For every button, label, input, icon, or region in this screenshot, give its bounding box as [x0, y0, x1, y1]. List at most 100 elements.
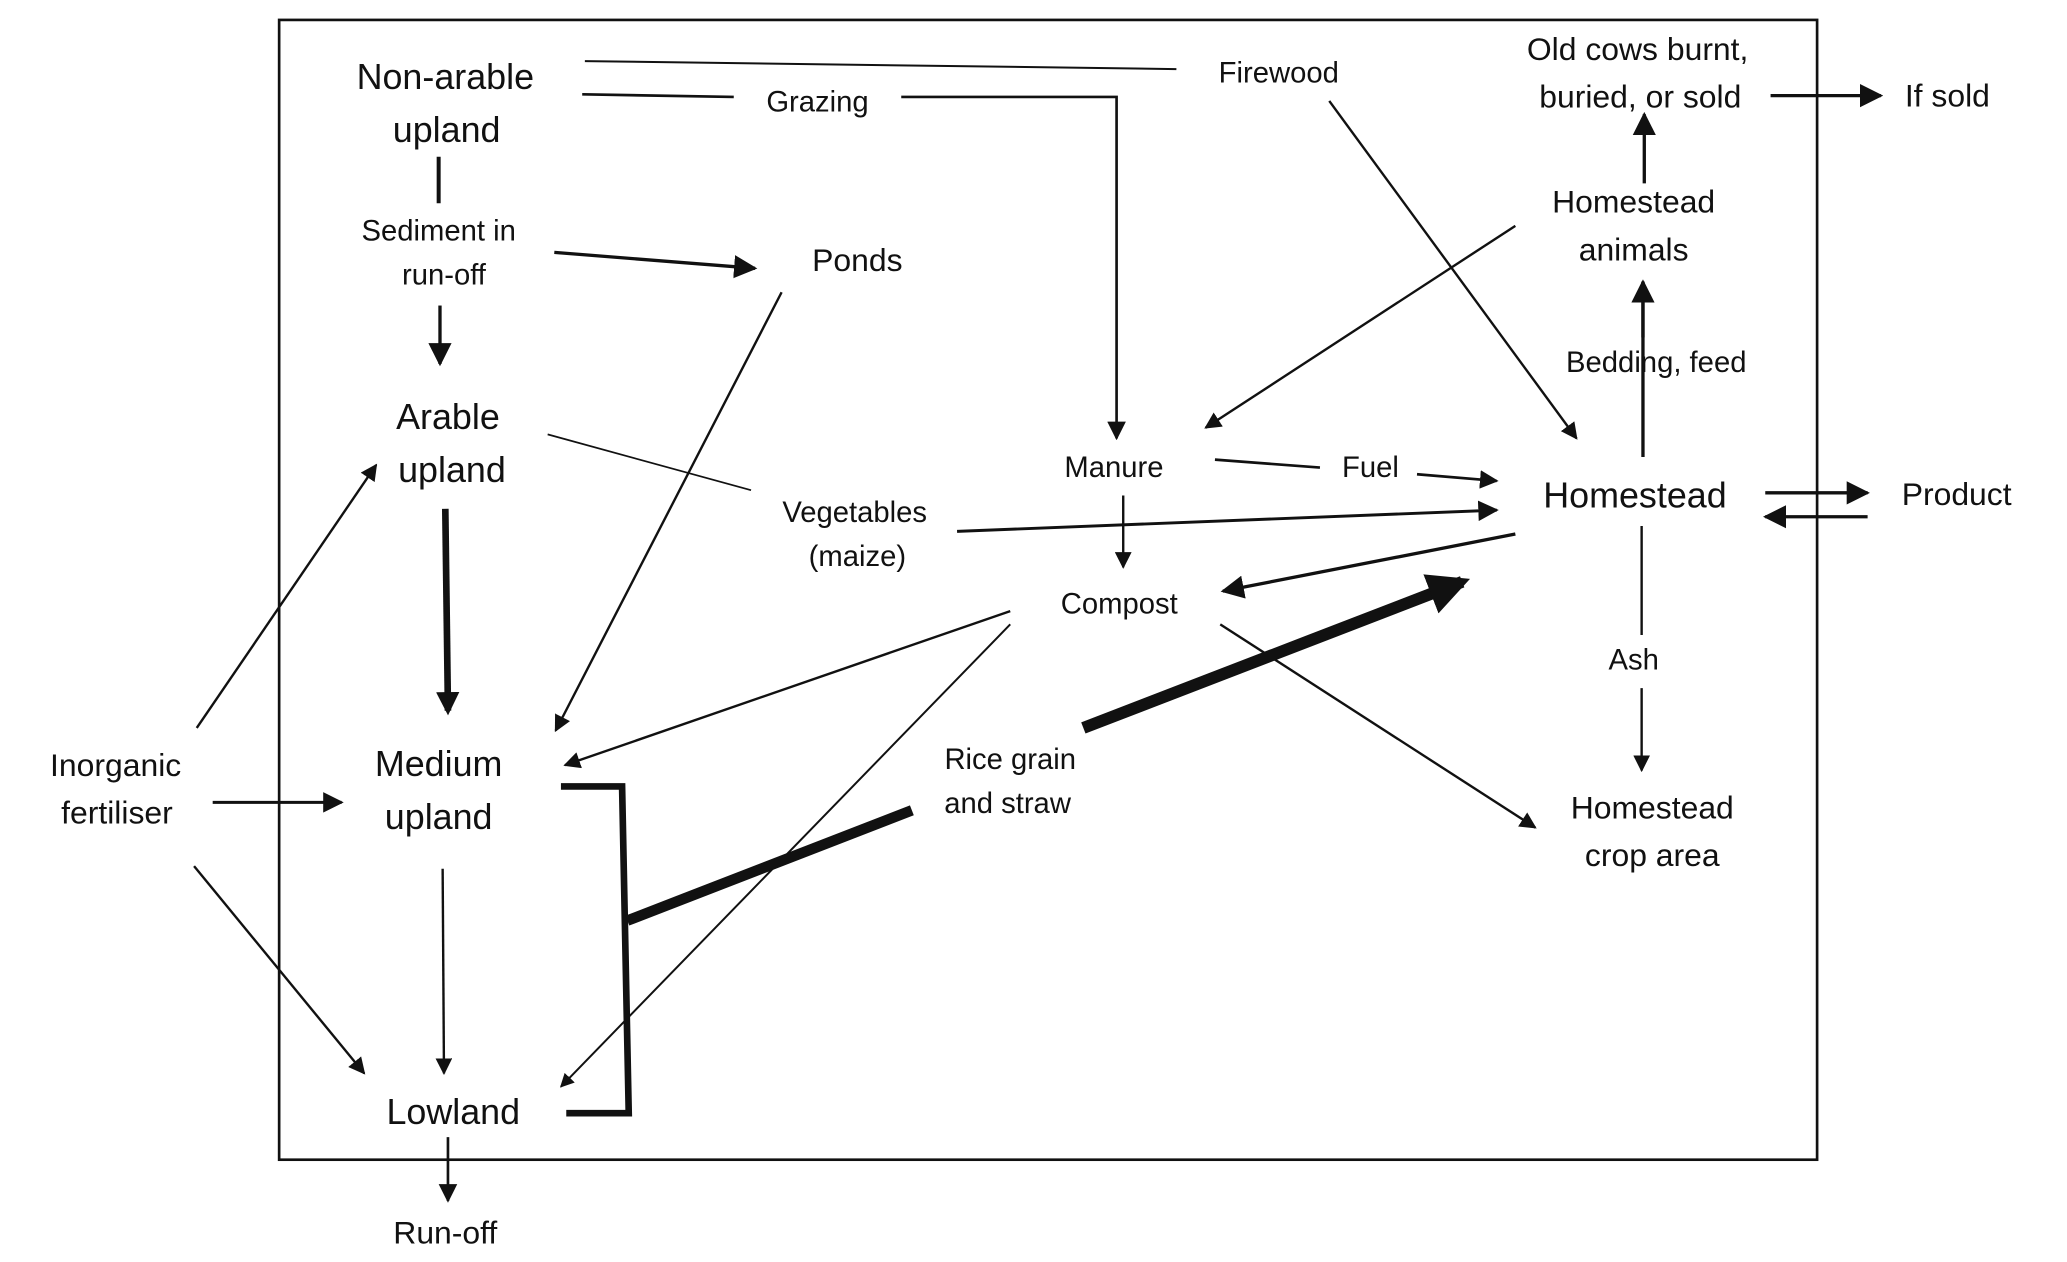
svg-text:upland: upland: [398, 450, 506, 490]
node-homestead-crop-area: Homestead crop area: [1571, 789, 1734, 873]
node-label: Vegetables: [782, 497, 927, 529]
node-label: run-off: [402, 259, 487, 291]
farm-boundary: [277, 18, 1819, 1162]
node-compost: Compost: [1061, 589, 1178, 621]
edge-manure-fuel: [1214, 458, 1321, 469]
svg-text:If sold: If sold: [1905, 77, 1990, 113]
edge-ponds-medium: [554, 291, 783, 733]
node-label: Ponds: [812, 242, 902, 278]
node-ash: Ash: [1608, 645, 1658, 677]
node-label: Run-off: [393, 1214, 497, 1250]
node-lowland: Lowland: [386, 1092, 520, 1132]
svg-text:Vegetables: Vegetables: [782, 497, 927, 529]
node-arable-upland: Arable upland: [396, 397, 506, 490]
node-medium-upland: Medium upland: [375, 744, 503, 837]
svg-text:Compost: Compost: [1061, 589, 1178, 621]
node-manure: Manure: [1064, 452, 1163, 484]
svg-text:crop area: crop area: [1585, 837, 1720, 873]
node-rice: Rice grain and straw: [944, 744, 1076, 820]
node-label: Homestead: [1543, 475, 1726, 515]
edges: [193, 60, 1884, 1203]
svg-text:fertiliser: fertiliser: [61, 795, 173, 831]
node-label: Grazing: [766, 87, 868, 119]
svg-text:Homestead: Homestead: [1571, 789, 1734, 825]
edge-arable-vegetables: [547, 433, 752, 492]
node-vegetables: Vegetables (maize): [782, 497, 927, 573]
svg-text:Lowland: Lowland: [386, 1092, 520, 1132]
edge-animals-manure: [1204, 224, 1517, 429]
node-label: Homestead: [1552, 184, 1715, 220]
node-grazing: Grazing: [766, 87, 868, 119]
node-label: Firewood: [1219, 57, 1339, 89]
svg-text:Homestead: Homestead: [1543, 475, 1726, 515]
node-product: Product: [1902, 476, 2012, 512]
svg-text:Grazing: Grazing: [766, 87, 868, 119]
edge-nonarable-firewood: [584, 60, 1177, 71]
node-fuel: Fuel: [1342, 452, 1399, 484]
edge-medium-lowland: [435, 868, 453, 1076]
svg-text:Ponds: Ponds: [812, 242, 902, 278]
node-label: Manure: [1064, 452, 1163, 484]
svg-text:Firewood: Firewood: [1219, 57, 1339, 89]
node-label: Fuel: [1342, 452, 1399, 484]
node-if-sold: If sold: [1905, 77, 1990, 113]
svg-text:Product: Product: [1902, 476, 2012, 512]
node-ponds: Ponds: [812, 242, 902, 278]
edge-firewood-homestead: [1328, 100, 1578, 440]
node-label: Lowland: [386, 1092, 520, 1132]
edge-fertiliser-lowland: [193, 865, 366, 1075]
svg-text:(maize): (maize): [809, 541, 906, 573]
edge-rice-homestead: [1081, 574, 1470, 734]
edge-homestead-compost: [1220, 532, 1516, 599]
svg-text:Arable: Arable: [396, 397, 500, 437]
svg-text:upland: upland: [385, 797, 493, 837]
edge-grazing-manure: [901, 95, 1126, 441]
node-sediment: Sediment in run-off: [361, 215, 515, 291]
node-label: Compost: [1061, 589, 1178, 621]
edge-nonarable-grazing: [582, 92, 734, 99]
edge-arable-medium: [436, 508, 460, 716]
svg-text:Medium: Medium: [375, 744, 503, 784]
node-firewood: Firewood: [1219, 57, 1339, 89]
node-label: Product: [1902, 476, 2012, 512]
edge-bracket-rice: [625, 805, 914, 926]
svg-text:Inorganic: Inorganic: [50, 747, 181, 783]
svg-text:buried, or sold: buried, or sold: [1539, 79, 1741, 115]
bracket-medium-lowland: [560, 783, 633, 1117]
node-label: If sold: [1905, 77, 1990, 113]
node-label: and straw: [944, 788, 1072, 820]
svg-text:upland: upland: [393, 110, 501, 150]
svg-text:run-off: run-off: [402, 259, 487, 291]
edge-fuel-homestead: [1416, 470, 1499, 489]
edge-sediment-ponds: [554, 250, 758, 279]
node-label: crop area: [1585, 837, 1720, 873]
edge-compost-medium: [563, 609, 1011, 769]
svg-text:Rice grain: Rice grain: [944, 744, 1076, 776]
svg-text:and straw: and straw: [944, 788, 1072, 820]
node-label: Arable: [396, 397, 500, 437]
node-homestead: Homestead: [1543, 475, 1726, 515]
node-label: upland: [393, 110, 501, 150]
svg-text:Manure: Manure: [1064, 452, 1163, 484]
svg-text:Run-off: Run-off: [393, 1214, 497, 1250]
edge-fertiliser-arable: [195, 463, 378, 729]
node-label: Ash: [1608, 645, 1658, 677]
node-label: Old cows burnt,: [1527, 31, 1749, 67]
svg-text:Old cows burnt,: Old cows burnt,: [1527, 31, 1749, 67]
node-label: upland: [385, 797, 493, 837]
node-label: upland: [398, 450, 506, 490]
svg-text:Homestead: Homestead: [1552, 184, 1715, 220]
node-label: Medium: [375, 744, 503, 784]
node-runoff: Run-off: [393, 1214, 497, 1250]
node-label: Rice grain: [944, 744, 1076, 776]
node-label: buried, or sold: [1539, 79, 1741, 115]
svg-text:animals: animals: [1579, 231, 1689, 267]
svg-text:Ash: Ash: [1608, 645, 1658, 677]
edge-vegetables-homestead: [957, 500, 1499, 533]
node-bedding-feed: Bedding, feed: [1566, 347, 1746, 379]
node-label: (maize): [809, 541, 906, 573]
node-non-arable-upland: Non-arable upland: [357, 57, 534, 150]
node-label: Inorganic: [50, 747, 181, 783]
node-label: Sediment in: [361, 215, 515, 247]
